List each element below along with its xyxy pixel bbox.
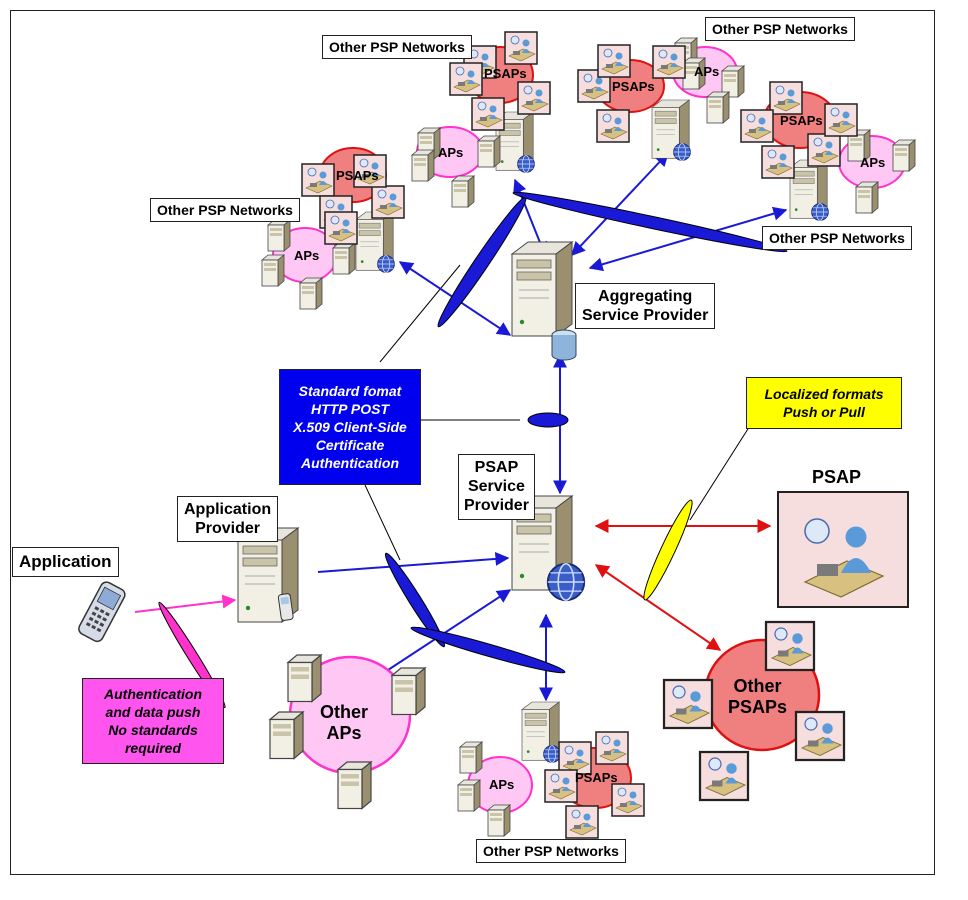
aggregating-sp-line2: Service Provider [582,307,709,325]
application-label: Application [12,547,119,577]
standard-note-line4: Certificate [315,437,385,454]
localized-formats-note: Localized formats Push or Pull [746,377,902,429]
standard-note-line2: HTTP POST [310,400,390,417]
mobile-phone-icon [277,593,294,621]
other-aps-line2: APs [326,722,362,743]
aggregating-sp-line1: Aggregating [598,288,693,305]
other-psp-networks-label: Other PSP Networks [476,839,626,863]
psap-label: PSAP [812,467,862,487]
app-provider-line1: Application [184,501,272,518]
psap-sp-line2: Service [467,478,525,496]
application-phone-icon [78,581,126,643]
other-psp-networks-label: Other PSP Networks [150,198,300,222]
localized-note-line2: Push or Pull [783,404,865,420]
auth-push-note: Authentication and data push No standard… [82,678,224,764]
psap-sp-line3: Provider [464,497,529,515]
aggregating-server-icon [511,241,573,337]
standard-note-line1: Standard fomat [298,382,402,399]
other-psp-networks-label: Other PSP Networks [762,226,912,250]
application-provider-label: Application Provider [177,496,279,543]
auth-note-line2: and data push [105,703,201,720]
standard-note-line5: Authentication [301,455,399,472]
other-psaps-line1: Other [733,676,782,696]
magenta-link [134,594,237,613]
other-psp-networks-label: Other PSP Networks [322,35,472,59]
other-aps-label: Other APs [320,702,368,743]
standard-format-note: Standard fomat HTTP POST X.509 Client-Si… [279,369,421,485]
other-aps-line1: Other [320,702,369,722]
diagram-frame [10,10,935,875]
database-icon [551,329,577,361]
standard-note-line3: X.509 Client-Side [293,418,407,435]
auth-note-line1: Authentication [104,685,202,702]
auth-note-line4: required [124,740,181,757]
psap-sp-label: PSAP Service Provider [458,454,535,520]
operator-workstation-icon [803,518,885,598]
app-provider-line2: Provider [195,520,261,538]
other-psp-networks-label: Other PSP Networks [705,17,855,41]
localized-note-line1: Localized formats [764,385,884,402]
red-links [594,519,772,651]
interface-lenses [158,191,788,709]
auth-note-line3: No standards [108,722,198,738]
other-psaps-label: Other PSAPs [728,676,787,717]
other-psaps-line2: PSAPs [728,696,788,717]
globe-icon [546,562,586,602]
aggregating-sp-label: Aggregating Service Provider [575,283,716,330]
psap-sp-line1: PSAP [474,459,519,476]
